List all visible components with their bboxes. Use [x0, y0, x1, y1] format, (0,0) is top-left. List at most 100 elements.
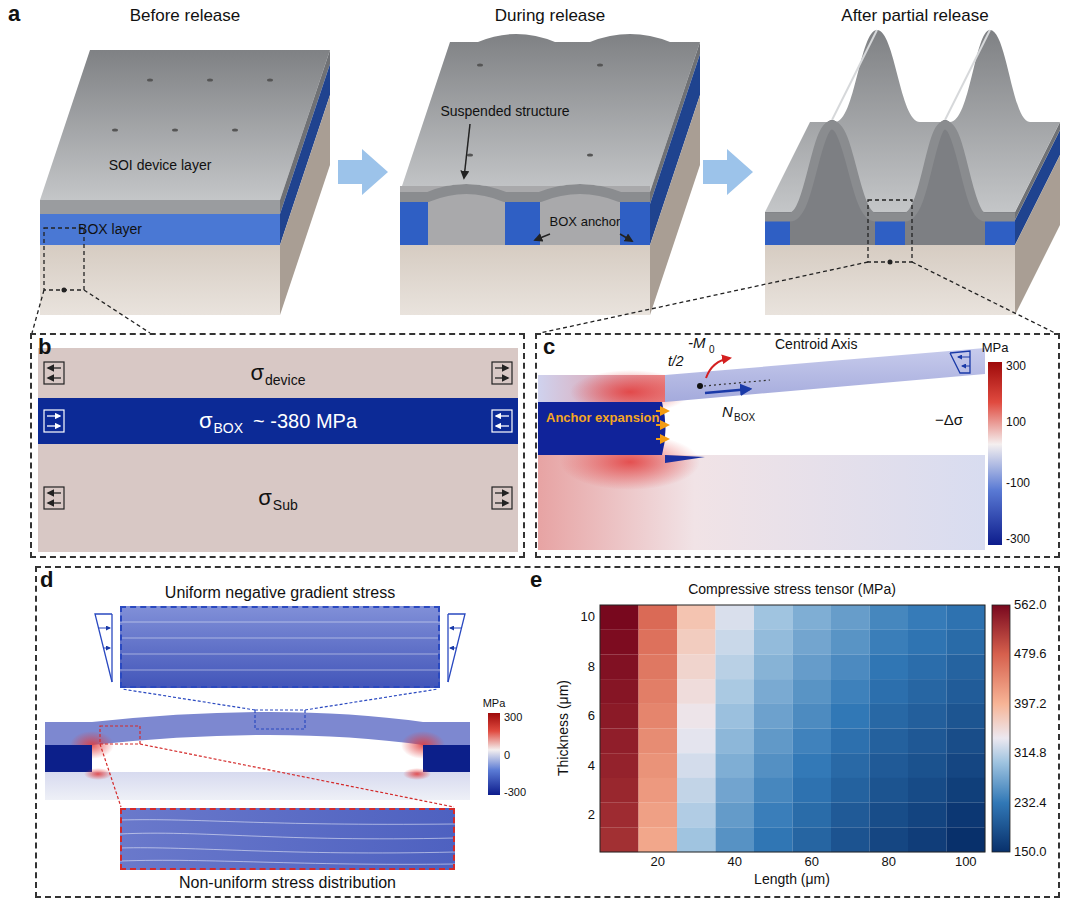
tick-label: 4	[588, 758, 595, 772]
heatmap-cell	[639, 605, 678, 630]
stress-icon-part	[495, 502, 508, 503]
symbol-label: -M	[688, 335, 706, 352]
wafer-before-release-part	[40, 200, 280, 214]
heatmap-cell	[677, 803, 716, 828]
wafer-before-release-part	[40, 245, 280, 315]
heatmap-cell	[831, 704, 870, 729]
heatmap-cell	[754, 778, 793, 803]
stress-icon-part	[47, 415, 60, 416]
colorbar-tick: 562.0	[1014, 598, 1047, 612]
layer-stack-part	[38, 444, 518, 552]
wafer-during-release-part	[400, 189, 650, 197]
heatmap-cell	[870, 605, 909, 630]
heatmap-cell	[908, 630, 947, 655]
wafer-during-release-part	[620, 202, 650, 245]
zoom-detail-part	[120, 638, 440, 639]
heatmap-cell	[793, 679, 832, 704]
stress-icon-part	[44, 410, 64, 432]
stage-title: During release	[495, 7, 606, 26]
heatmap-cell	[793, 753, 832, 778]
colorbar-tick: 0	[504, 749, 510, 761]
tick-label: 100	[955, 855, 977, 869]
colorbar-tick: 100	[1006, 416, 1026, 429]
stress-symbol: σ	[250, 360, 264, 386]
zoom-leader-part	[32, 290, 44, 333]
colorbar-tick: -300	[1006, 533, 1030, 546]
stress-icon-part	[44, 362, 64, 384]
heatmap-cell	[908, 654, 947, 679]
stress-icon-part	[48, 367, 61, 368]
zoom-heading: Non-uniform stress distribution	[179, 874, 396, 892]
anchor-stress-map-part	[962, 366, 970, 367]
anchor-stress-map-part	[704, 380, 770, 386]
heatmap-cell	[793, 704, 832, 729]
stress-icon-part	[495, 377, 508, 378]
band-label-row: σBOX~ -380 MPa	[38, 398, 518, 444]
heatmap-colorbar-part	[600, 605, 985, 852]
layer-band: σSub	[38, 444, 518, 552]
heatmap-cell	[947, 729, 986, 754]
anchor-stress-map-part	[665, 455, 705, 463]
beam-stress-map	[45, 712, 500, 800]
tick-label: 60	[805, 855, 819, 869]
heatmap-cell	[639, 827, 678, 852]
zoom-detail-part	[140, 744, 454, 807]
heatmap-cell	[947, 679, 986, 704]
axis-note: Centroid Axis	[775, 337, 857, 352]
heatmap-cell	[947, 753, 986, 778]
stress-symbol: ~ -380 MPa	[253, 410, 357, 433]
wafer-after-release-part	[832, 30, 877, 120]
wafer-during-release-part	[400, 34, 700, 192]
heatmap-cell	[947, 704, 986, 729]
wafer-after-release-part	[765, 120, 1015, 245]
tick-label: 40	[728, 855, 742, 869]
zoom-leader-part	[888, 260, 893, 265]
heatmap-cell	[716, 605, 755, 630]
heatmap-cell	[600, 679, 639, 704]
zoom-leader-part	[868, 200, 912, 262]
layer-stack	[38, 348, 518, 552]
layer-band: σBOX~ -380 MPa	[38, 398, 518, 444]
wafer-during-release	[400, 34, 700, 315]
heatmap-cell	[600, 827, 639, 852]
heatmap	[600, 605, 985, 852]
wafer-during-release-part	[400, 245, 650, 315]
beam-stress-map-part	[45, 745, 92, 772]
part-label: Suspended structure	[440, 104, 569, 119]
stress-icon-part	[495, 492, 508, 493]
heatmap-cell	[908, 778, 947, 803]
heatmap-cell	[600, 753, 639, 778]
anchor-stress-map-part	[958, 357, 970, 358]
panel-frame: c	[535, 333, 1060, 558]
heatmap-cell	[831, 630, 870, 655]
heatmap-cell	[716, 654, 755, 679]
zoom-detail-part	[120, 606, 440, 688]
wafer-after-release	[765, 30, 1060, 315]
colorbar-tick: 300	[1006, 360, 1026, 373]
zoom-box: Uniform negative gradient stress	[120, 606, 440, 688]
heatmap-cell	[754, 605, 793, 630]
heatmap-cell	[831, 679, 870, 704]
wafer-during-release-part	[587, 153, 593, 156]
part-label: Anchor expansion	[546, 411, 659, 425]
wafer-during-release-part	[505, 202, 540, 245]
zoom-detail-part	[120, 860, 455, 864]
zoom-detail-part	[120, 848, 455, 853]
stress-subscript: Sub	[273, 497, 298, 513]
stress-icon-part	[48, 502, 61, 503]
panel-letter: d	[40, 568, 53, 592]
layer-stack-part	[38, 348, 518, 398]
stress-icon-part	[48, 377, 61, 378]
wafer-during-release-part	[400, 202, 428, 245]
zoom-detail-part	[255, 710, 305, 729]
zoom-leader-part	[62, 288, 67, 293]
heatmap-cell	[716, 679, 755, 704]
heatmap-cell	[600, 778, 639, 803]
symbol-label: t/2	[668, 354, 684, 369]
stress-icon-part	[495, 367, 508, 368]
heatmap-cell	[716, 803, 755, 828]
zoom-leader	[32, 200, 1055, 333]
colorbar-unit: MPa	[483, 697, 506, 709]
colorbar-tick: 300	[504, 711, 522, 723]
anchor-stress-map-part	[538, 402, 666, 455]
